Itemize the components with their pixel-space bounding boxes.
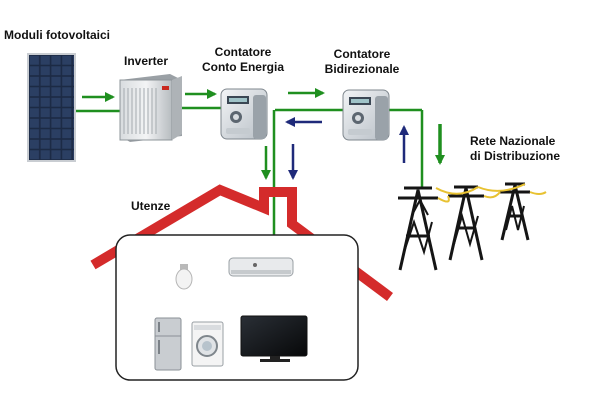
house-interior xyxy=(115,234,359,381)
label-grid-line2: di Distribuzione xyxy=(470,149,560,163)
label-meter-energy-line2: Conto Energia xyxy=(201,60,284,74)
label-utenze: Utenze xyxy=(131,199,171,213)
label-meter-bidir-line1: Contatore xyxy=(333,47,391,61)
washing-machine-icon xyxy=(191,321,224,367)
power-cables xyxy=(435,183,547,203)
house-roof-icon xyxy=(90,184,393,302)
fridge-icon xyxy=(154,317,182,371)
tv-icon xyxy=(240,315,308,362)
air-conditioner-icon xyxy=(228,257,294,277)
label-grid-line1: Rete Nazionale xyxy=(470,134,556,148)
inverter-icon xyxy=(119,74,182,142)
label-meter-energy-line1: Contatore xyxy=(214,45,272,59)
label-grid: Rete Nazionale di Distribuzione xyxy=(470,134,560,164)
green-wiring xyxy=(76,106,424,235)
label-inverter: Inverter xyxy=(124,54,169,68)
label-meter-bidir-line2: Bidirezionale xyxy=(324,62,400,76)
electric-meter-icon xyxy=(220,88,268,140)
light-bulb-icon xyxy=(175,264,193,290)
solar-panel-icon xyxy=(27,53,76,162)
label-meter-bidirectional: Contatore Bidirezionale xyxy=(318,47,406,77)
electric-meter-bidirectional-icon xyxy=(342,89,390,141)
power-pylon-icon xyxy=(398,182,530,271)
label-meter-energy: Contatore Conto Energia xyxy=(196,45,290,75)
label-pv-modules: Moduli fotovoltaici xyxy=(4,28,110,42)
